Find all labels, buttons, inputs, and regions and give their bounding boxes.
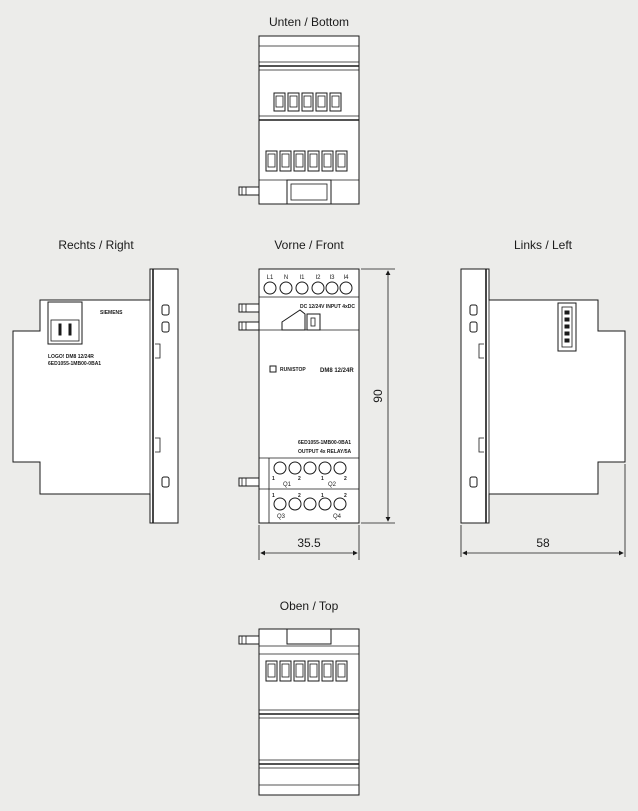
front-input-label: DC 12/24V INPUT 4xDC: [300, 304, 355, 310]
svg-text:1: 1: [272, 493, 275, 499]
svg-text:1: 1: [272, 476, 275, 482]
q3-label: Q3: [277, 514, 286, 520]
svg-text:I2: I2: [315, 275, 321, 281]
right-view-title: Rechts / Right: [58, 238, 134, 252]
right-product-label: LOGO! DM8 12/24R: [48, 354, 94, 360]
svg-text:I3: I3: [329, 275, 335, 281]
top-din-clip: [238, 635, 260, 645]
front-view-title: Vorne / Front: [274, 238, 344, 252]
top-view: [238, 628, 360, 796]
q1-label: Q1: [283, 482, 292, 488]
top-view-title: Oben / Top: [280, 599, 339, 613]
svg-text:I4: I4: [343, 275, 349, 281]
svg-text:2: 2: [344, 493, 347, 499]
svg-text:I1: I1: [299, 275, 305, 281]
svg-text:L1: L1: [267, 275, 274, 281]
front-order-label: 6ED1055-1MB00-0BA1: [298, 440, 351, 446]
right-brand-label: SIEMENS: [100, 310, 123, 316]
front-view: L1 N I1 I2 I3 I4 DC 12/24V INPUT 4xDC RU…: [238, 268, 395, 560]
right-view: SIEMENS LOGO! DM8 12/24R 6ED1055-1MB00-0…: [12, 268, 179, 524]
model-label: DM8 12/24R: [320, 368, 354, 374]
run-stop-led: [269, 365, 277, 373]
bottom-view: [238, 35, 360, 205]
width-dimension: 35.5: [297, 536, 321, 550]
svg-text:N: N: [284, 275, 288, 281]
right-label-plate: [47, 301, 83, 345]
bottom-terminal-block-lower: [265, 150, 348, 172]
left-view: 58: [460, 268, 626, 557]
q4-label: Q4: [333, 514, 342, 520]
svg-text:2: 2: [344, 476, 347, 482]
depth-dimension: 58: [536, 536, 550, 550]
right-order-label: 6ED1055-1MB00-0BA1: [48, 361, 101, 367]
bottom-view-title: Unten / Bottom: [269, 15, 349, 29]
svg-text:1: 1: [321, 476, 324, 482]
run-stop-label: RUN/STOP: [280, 367, 306, 373]
front-input-terminals: L1 N I1 I2 I3 I4: [263, 275, 353, 295]
front-output-terminals-lower: 1 2 1 2 Q3 Q4: [272, 493, 347, 520]
top-terminal-block: [265, 660, 348, 682]
bottom-terminal-block-upper: [273, 92, 342, 112]
svg-text:1: 1: [321, 493, 324, 499]
q2-label: Q2: [328, 482, 337, 488]
front-output-terminals-upper: 1 2 1 2 Q1 Q2: [272, 461, 347, 488]
front-output-label: OUTPUT 4x RELAY/5A: [298, 449, 352, 455]
bottom-din-clip: [238, 186, 260, 196]
svg-text:2: 2: [298, 493, 301, 499]
svg-text:2: 2: [298, 476, 301, 482]
left-view-title: Links / Left: [514, 238, 573, 252]
height-dimension: 90: [371, 389, 385, 403]
